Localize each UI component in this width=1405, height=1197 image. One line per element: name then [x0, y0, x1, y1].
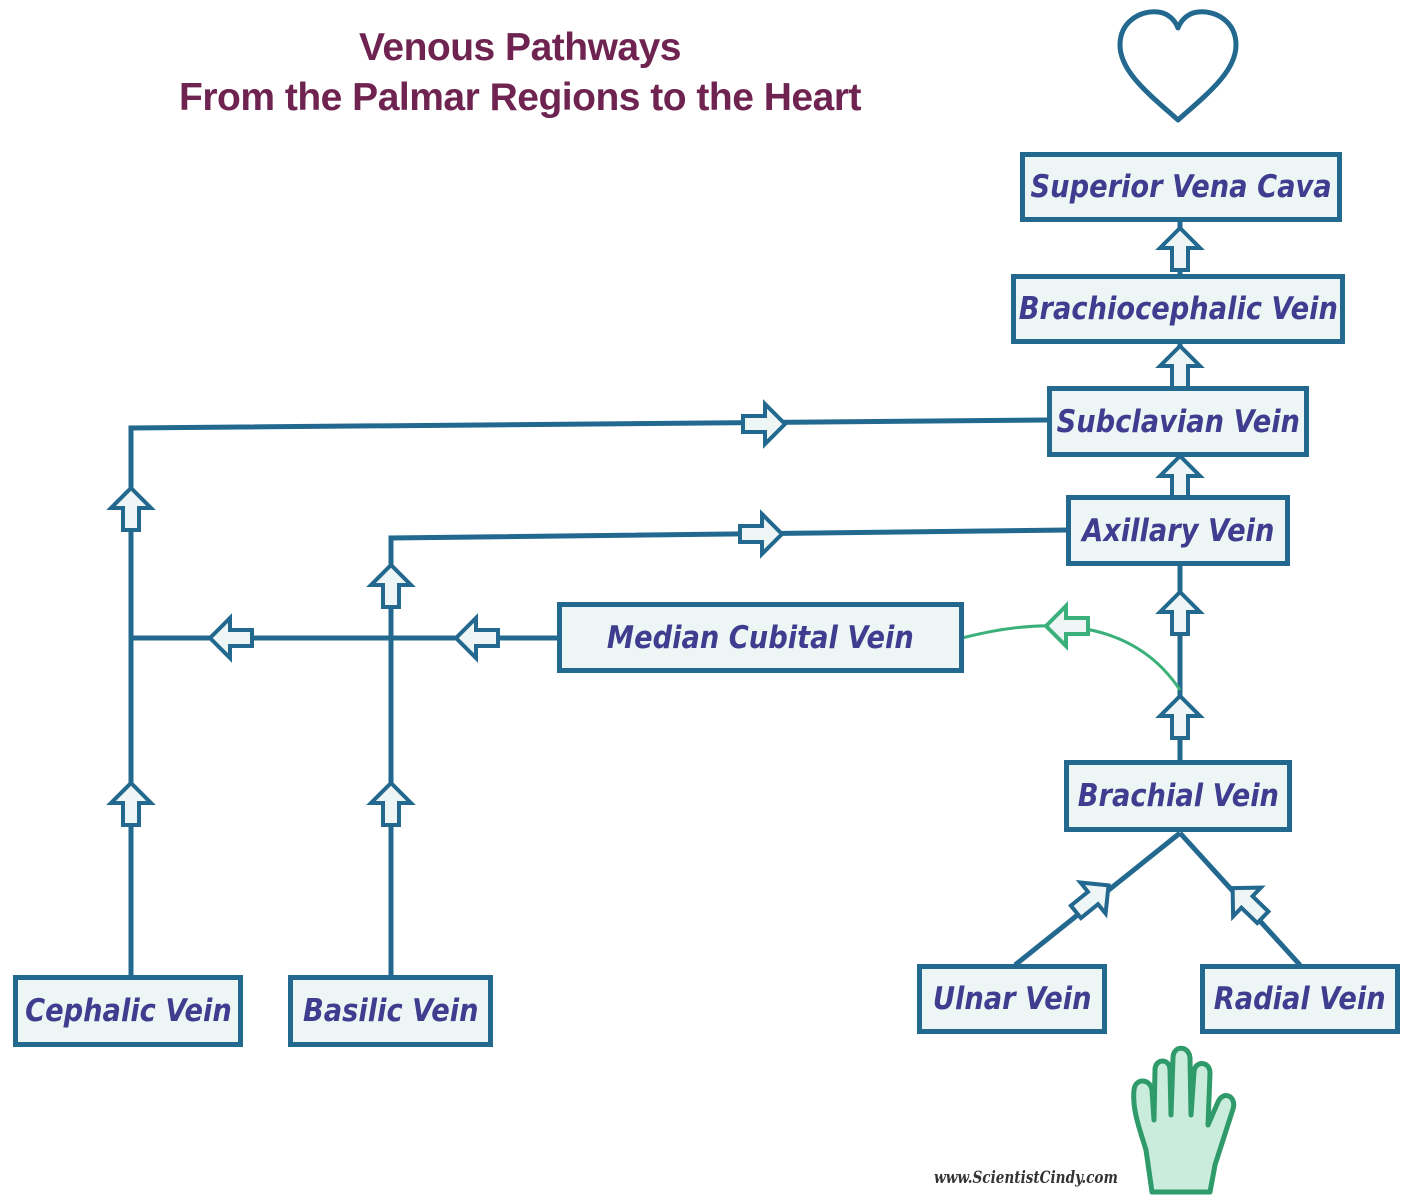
connector-basilic-to-axillary: [388, 527, 1068, 975]
node-superior-vena-cava: Superior Vena Cava: [1020, 152, 1342, 222]
hand-icon: [1131, 1045, 1237, 1195]
diagram-title-line-1: Venous Pathways: [359, 26, 681, 69]
node-label: Ulnar Vein: [932, 981, 1092, 1017]
arrow-right-icon: [741, 402, 787, 446]
node-subclavian-vein: Subclavian Vein: [1047, 386, 1309, 457]
arrow-up-icon: [1158, 590, 1202, 636]
node-radial-vein: Radial Vein: [1200, 964, 1400, 1034]
node-label: Brachial Vein: [1077, 778, 1279, 814]
diagram-title-line-2: From the Palmar Regions to the Heart: [179, 76, 861, 119]
node-basilic-vein: Basilic Vein: [288, 975, 493, 1047]
node-brachiocephalic-vein: Brachiocephalic Vein: [1011, 274, 1345, 344]
heart-icon: [1117, 9, 1239, 123]
arrow-up-icon: [369, 563, 413, 609]
connector-cephalic-to-subclavian: [128, 417, 1049, 975]
node-label: Radial Vein: [1214, 981, 1386, 1017]
node-label: Brachiocephalic Vein: [1018, 291, 1338, 327]
arrow-left-icon: [208, 616, 254, 660]
arrow-up-icon: [109, 781, 153, 827]
node-label: Superior Vena Cava: [1030, 169, 1332, 205]
node-cephalic-vein: Cephalic Vein: [13, 975, 243, 1047]
node-label: Cephalic Vein: [24, 993, 232, 1029]
arrow-up-icon: [1158, 454, 1202, 500]
arrow-left-icon: [454, 616, 500, 660]
arrow-up-icon: [1158, 344, 1202, 390]
node-median-cubital-vein: Median Cubital Vein: [557, 602, 964, 673]
node-ulnar-vein: Ulnar Vein: [917, 964, 1107, 1034]
node-label: Axillary Vein: [1081, 512, 1275, 549]
node-label: Subclavian Vein: [1056, 403, 1300, 440]
node-label: Median Cubital Vein: [607, 619, 914, 656]
arrow-up-icon: [109, 486, 153, 532]
arrow-left-icon: [1044, 604, 1090, 648]
node-label: Basilic Vein: [302, 993, 479, 1029]
watermark: www.ScientistCindy.com: [934, 1168, 1118, 1188]
arrow-right-icon: [738, 512, 784, 556]
arrow-up-icon: [1158, 694, 1202, 740]
node-brachial-vein: Brachial Vein: [1064, 760, 1292, 832]
arrow-up-icon: [369, 781, 413, 827]
node-axillary-vein: Axillary Vein: [1066, 495, 1290, 566]
arrow-up-icon: [1158, 226, 1202, 272]
